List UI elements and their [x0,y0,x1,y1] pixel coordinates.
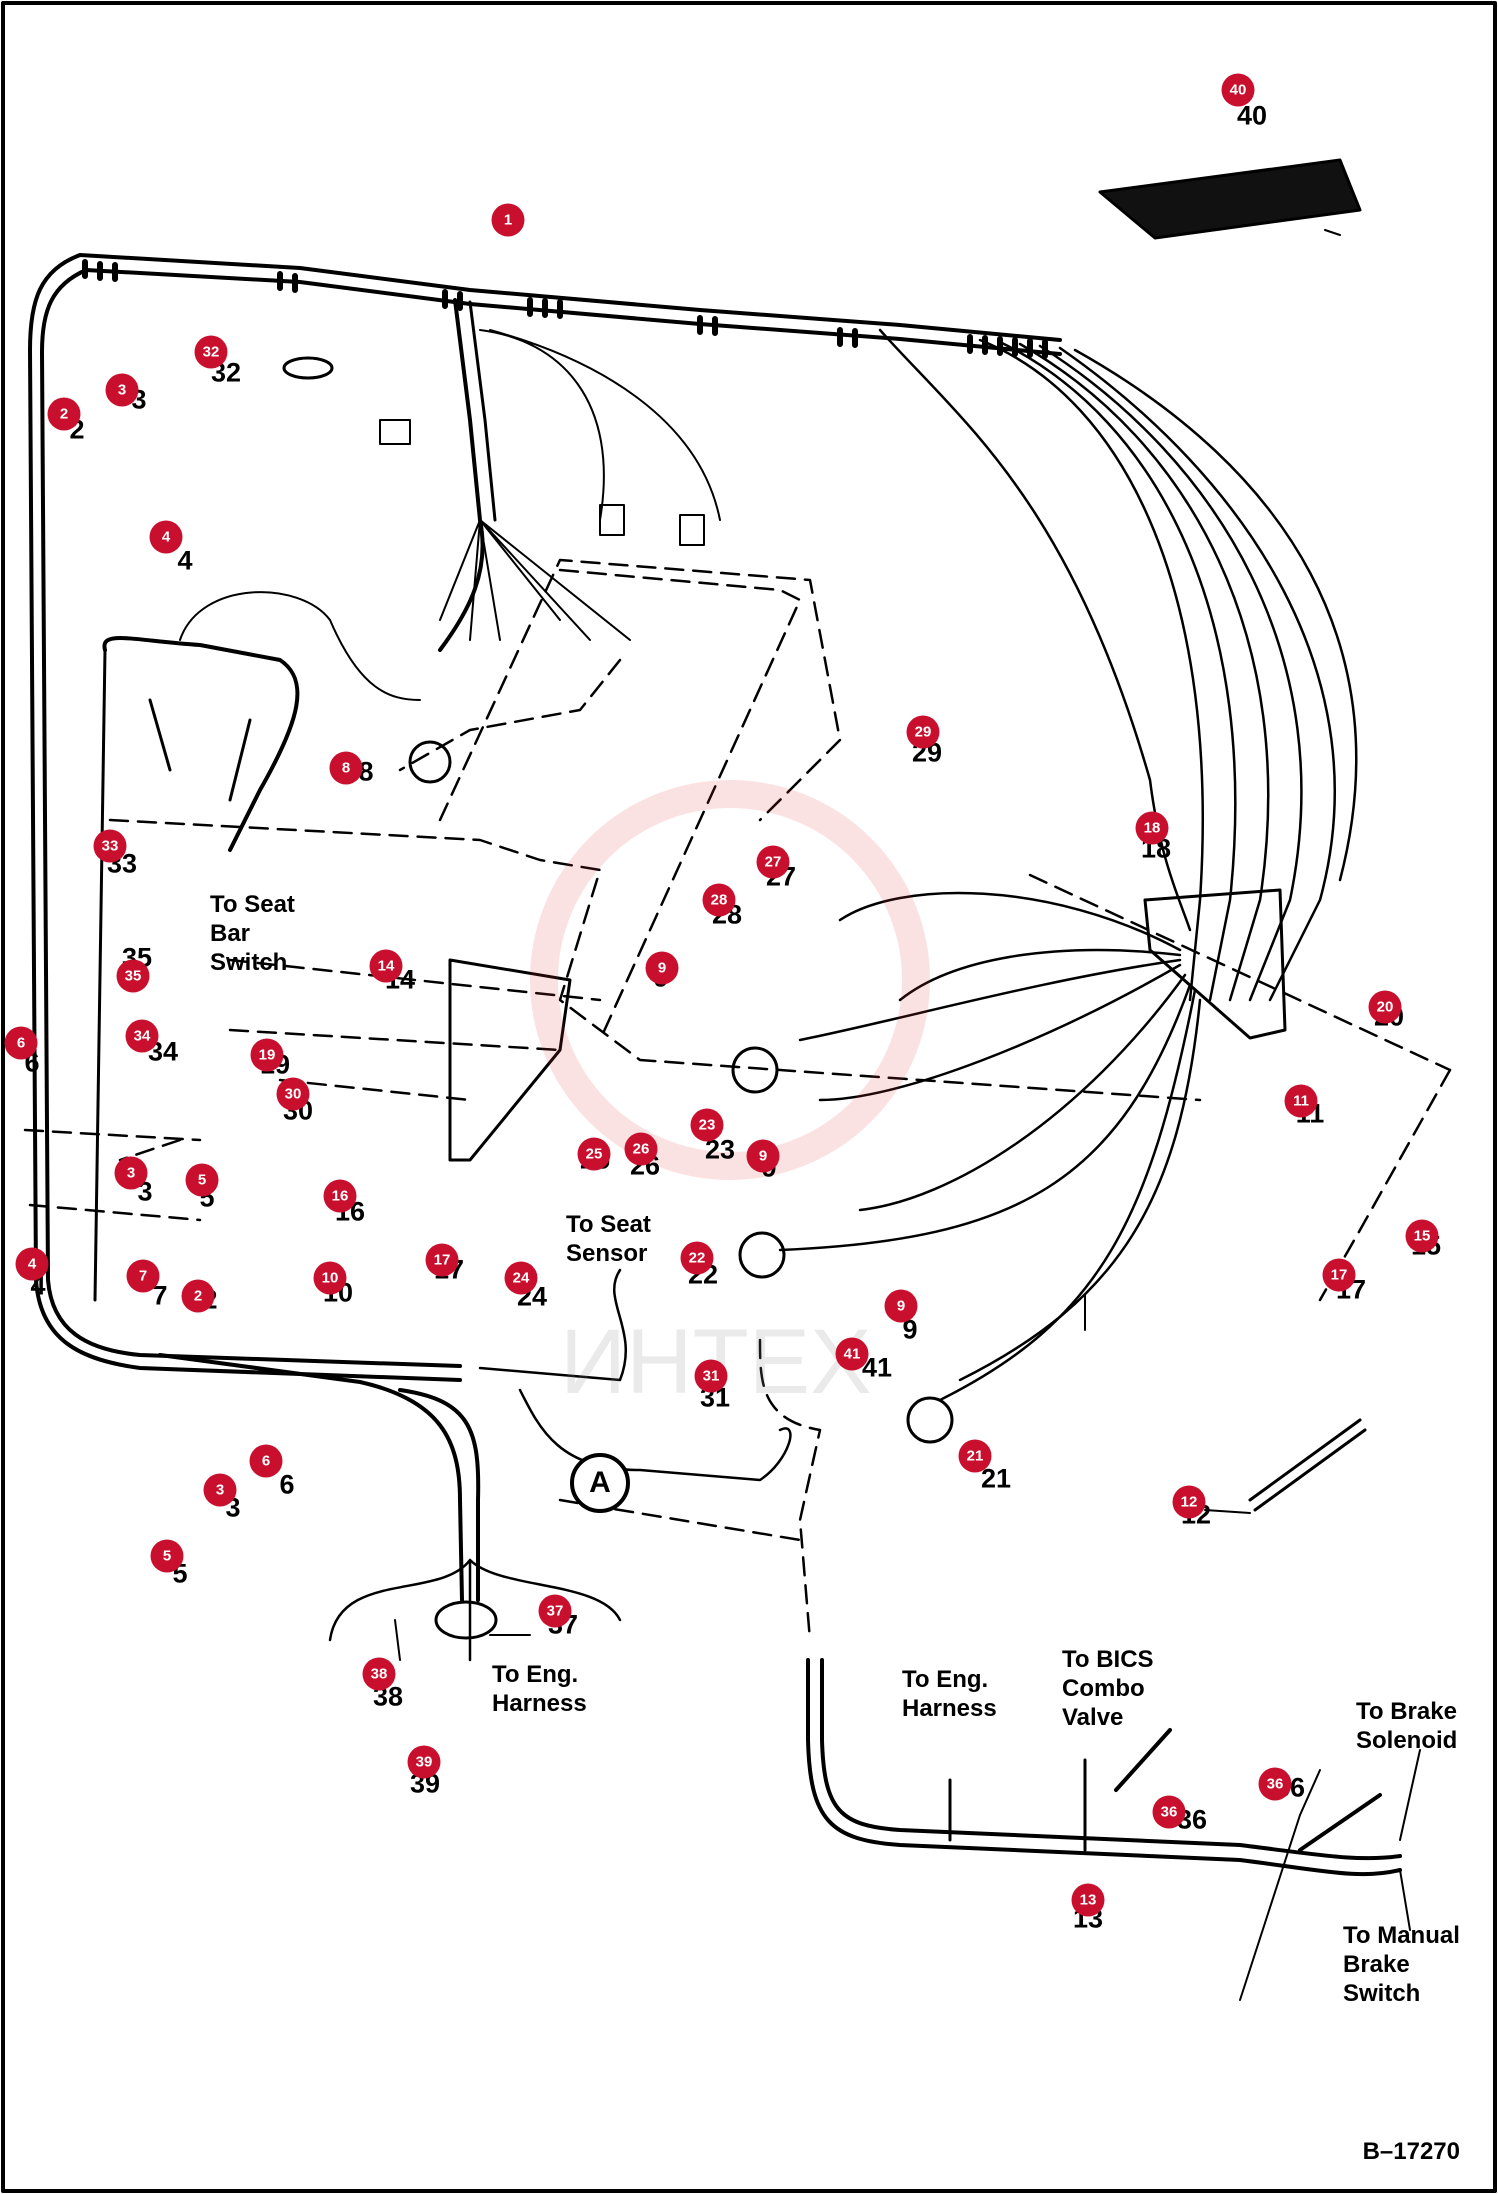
part-callout[interactable]: 36 [1258,1767,1292,1801]
part-callout[interactable]: 13 [1071,1883,1105,1917]
part-callout[interactable]: 33 [93,829,127,863]
note-bics-valve: To BICS Combo Valve [1062,1646,1154,1731]
part-callout[interactable]: 4 [149,520,183,554]
main-harness [28,253,1062,1382]
part-callout[interactable]: 36 [1152,1795,1186,1829]
part-callout[interactable]: 40 [1221,73,1255,107]
part-callout[interactable]: 7 [126,1259,160,1293]
leader-lines [394,229,1341,1661]
part-callout[interactable]: 8 [329,751,363,785]
part-callout[interactable]: 29 [906,715,940,749]
wrap-marks [82,259,1048,359]
part-callout[interactable]: 18 [1135,811,1169,845]
part-callout[interactable]: 37 [538,1594,572,1628]
part-callout[interactable]: 21 [958,1439,992,1473]
view-marker: A [570,1453,630,1513]
part-label: 4 [177,545,193,576]
part-callout[interactable]: 9 [645,951,679,985]
part-callout[interactable]: 32 [194,335,228,369]
connector-bracket [1143,888,1287,1040]
part-callout[interactable]: 5 [185,1163,219,1197]
part-callout[interactable]: 3 [114,1156,148,1190]
part-label: 21 [980,1463,1012,1494]
part-callout[interactable]: 35 [116,959,150,993]
part-callout[interactable]: 4 [15,1247,49,1281]
part-label: 6 [279,1469,295,1500]
watermark-logo [530,780,930,1180]
part-callout[interactable]: 6 [249,1444,283,1478]
part-callout[interactable]: 38 [362,1657,396,1691]
part-callout[interactable]: 3 [203,1473,237,1507]
part-callout[interactable]: 34 [125,1019,159,1053]
right-bundle [878,328,1358,1002]
part-callout[interactable]: 10 [313,1261,347,1295]
part-callout[interactable]: 22 [680,1241,714,1275]
part-callout[interactable]: 30 [276,1077,310,1111]
part-label: 8 [358,756,374,787]
part-callout[interactable]: 17 [1322,1258,1356,1292]
strap-40 [1098,158,1362,240]
part-callout[interactable]: 11 [1284,1084,1318,1118]
part-callout[interactable]: 17 [425,1243,459,1277]
part-callout[interactable]: 20 [1368,990,1402,1024]
part-callout[interactable]: 9 [884,1289,918,1323]
part-callout[interactable]: 41 [835,1337,869,1371]
part-callout[interactable]: 5 [150,1539,184,1573]
part-callout[interactable]: 1 [491,203,525,237]
note-eng-harness-1: To Eng. Harness [492,1661,587,1717]
note-manual-brake-switch: To Manual Brake Switch [1343,1922,1460,2007]
part-label: 9 [902,1314,918,1345]
lower-harness [158,1353,464,1602]
part-callout[interactable]: 39 [407,1745,441,1779]
part-callout[interactable]: 23 [690,1108,724,1142]
part-callout[interactable]: 19 [250,1038,284,1072]
figure-id: B–17270 [1362,2138,1460,2165]
note-eng-harness-2: To Eng. Harness [902,1666,997,1722]
part-callout[interactable]: 12 [1172,1485,1206,1519]
part-callout[interactable]: 26 [624,1132,658,1166]
bottom-harness [806,1658,1402,1877]
part-callout[interactable]: 27 [756,845,790,879]
part-callout[interactable]: 31 [694,1359,728,1393]
part-callout[interactable]: 6 [4,1026,38,1060]
note-brake-solenoid: To Brake Solenoid [1356,1698,1458,1754]
part-callout[interactable]: 24 [504,1261,538,1295]
part-callout[interactable]: 2 [181,1279,215,1313]
part-callout[interactable]: 28 [702,883,736,917]
part-callout[interactable]: 16 [323,1179,357,1213]
note-seat-bar-switch: To Seat Bar Switch [210,891,295,976]
part-callout[interactable]: 3 [105,373,139,407]
part-label: 7 [152,1280,168,1311]
part-callout[interactable]: 2 [47,397,81,431]
part-callout[interactable]: 15 [1405,1219,1439,1253]
part-callout[interactable]: 14 [369,949,403,983]
part-callout[interactable]: 25 [577,1137,611,1171]
part-callout[interactable]: 9 [746,1139,780,1173]
note-seat-sensor: To Seat Sensor [566,1211,651,1267]
